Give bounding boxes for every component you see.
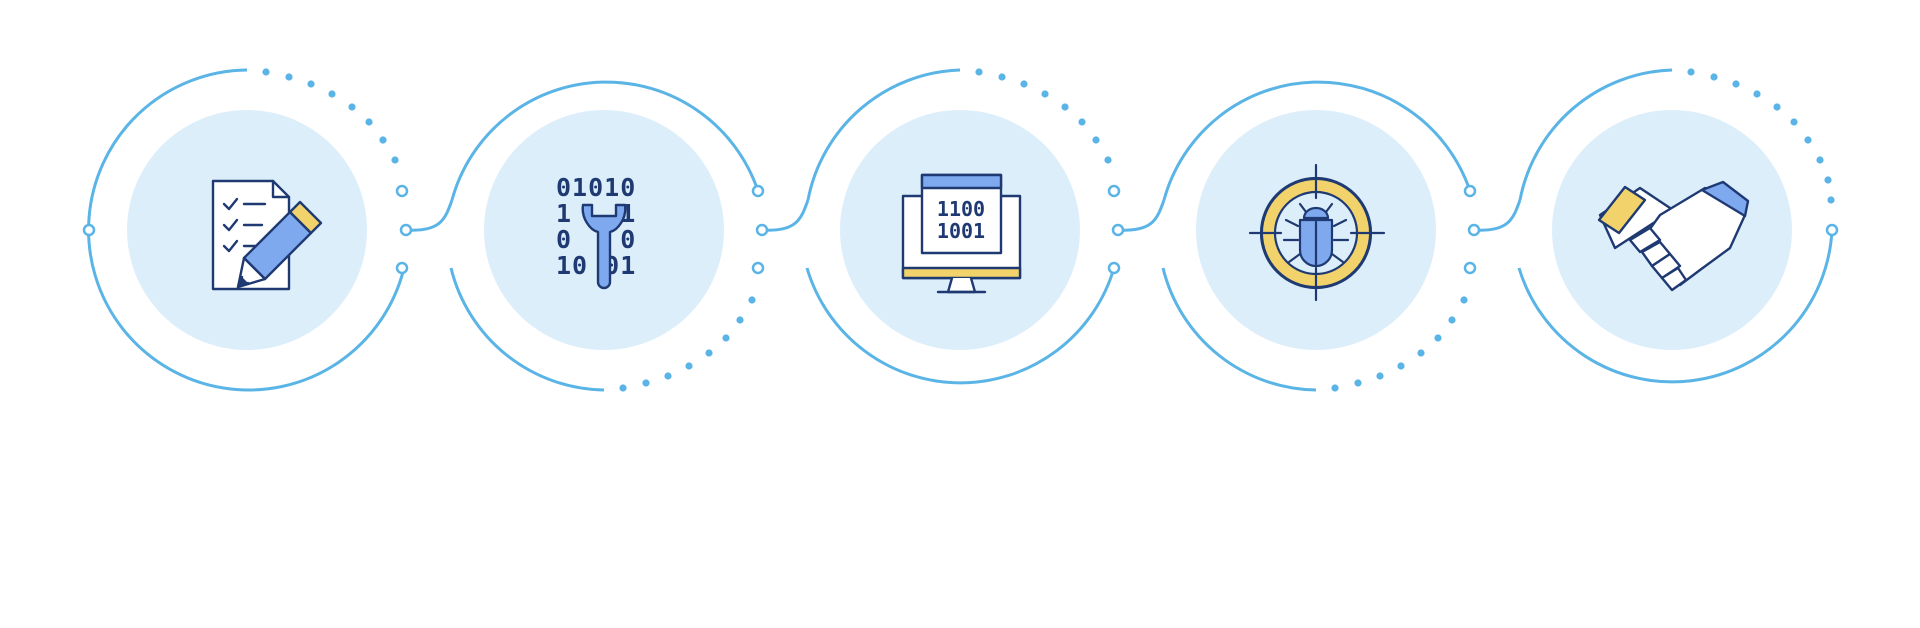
step-3-dots: [975, 68, 1112, 164]
connector-1-2: [405, 199, 454, 232]
step-1-dots: [262, 68, 399, 164]
step-3-ring-bottom: [805, 267, 1116, 385]
binary-row-1: 01010: [556, 173, 636, 202]
connector-3-4-node: [1111, 223, 1125, 237]
connector-1-2-node: [399, 223, 413, 237]
connector-3-4: [1117, 199, 1166, 232]
step-4: [1161, 80, 1477, 392]
handshake-icon: [1597, 180, 1750, 292]
checklist-pencil-icon: [211, 179, 323, 291]
step-3: 1100 1001: [805, 68, 1121, 385]
step-1-left-node: [82, 223, 96, 237]
step-5-ring-bottom: [1517, 229, 1834, 384]
step-4-bottom-node: [1463, 261, 1477, 275]
step-2-ring: [449, 267, 605, 392]
step-1-top-node: [395, 184, 409, 198]
step-2-ring-top: [450, 80, 760, 201]
step-5: [1517, 68, 1839, 384]
step-4-ring: [1161, 267, 1317, 392]
connector-4-5-node: [1467, 223, 1481, 237]
step-1: [82, 68, 409, 392]
binary-wrench-icon: 01010 1 1 0 0 10 01: [556, 173, 636, 290]
step-2-top-node: [751, 184, 765, 198]
wrench-shape: [581, 203, 627, 290]
step-4-ring-top: [1162, 80, 1472, 201]
connector-2-3-node: [755, 223, 769, 237]
step-5-ring-top: [1518, 68, 1673, 201]
step-1-bottom-node: [395, 261, 409, 275]
monitor-binary-icon: 1100 1001: [901, 173, 1022, 294]
connector-2-3: [761, 199, 810, 232]
step-2: 01010 1 1 0 0 10 01: [449, 80, 765, 392]
step-4-top-node: [1463, 184, 1477, 198]
step-3-top-node: [1107, 184, 1121, 198]
step-3-bottom-node: [1107, 261, 1121, 275]
step-4-dots: [1331, 296, 1468, 392]
step-5-dots: [1687, 68, 1835, 204]
step-5-right-node: [1825, 223, 1839, 237]
binary-row-4: 10 01: [556, 251, 636, 280]
monitor-binary-row-2: 1001: [937, 219, 985, 243]
step-2-bottom-node: [751, 261, 765, 275]
step-2-dots: [619, 296, 756, 392]
step-3-ring-top: [806, 68, 961, 201]
bug-target-icon: [1248, 163, 1386, 302]
step-1-ring: [87, 68, 406, 392]
monitor-binary-row-1: 1100: [937, 197, 985, 221]
connector-4-5: [1473, 199, 1522, 232]
